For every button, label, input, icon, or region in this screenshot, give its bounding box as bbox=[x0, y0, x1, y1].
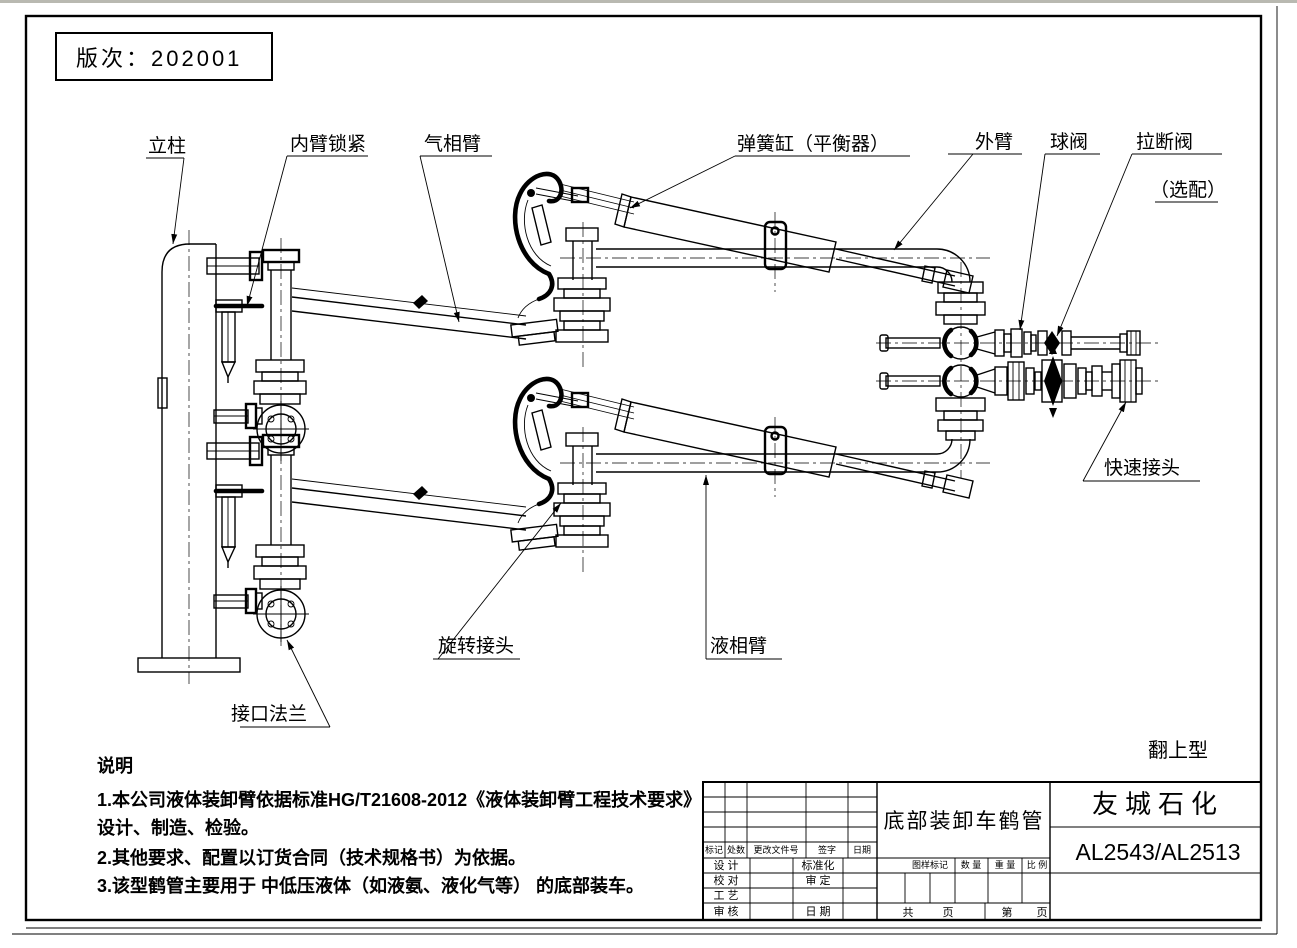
notes-heading: 说明 bbox=[97, 755, 133, 776]
callout-inlet-flange: 接口法兰 bbox=[231, 639, 331, 728]
spec-weight: 重 量 bbox=[995, 859, 1016, 870]
pages-page1: 页 bbox=[943, 907, 954, 919]
column bbox=[137, 230, 241, 684]
role-design: 设 计 bbox=[713, 859, 738, 872]
svg-text:液相臂: 液相臂 bbox=[710, 635, 767, 657]
notes: 说明 1.本公司液体装卸臂依据标准HG/T21608-2012《液体装卸臂工程技… bbox=[97, 755, 701, 896]
callout-liquid-arm: 液相臂 bbox=[703, 475, 782, 660]
loading-arm-drawing bbox=[137, 174, 1158, 684]
svg-text:接口法兰: 接口法兰 bbox=[231, 703, 307, 725]
liquid-arm-assembly bbox=[511, 379, 990, 575]
vapor-riser bbox=[207, 238, 309, 462]
callouts: 立柱 内臂锁紧 气相臂 弹簧缸（平衡器） 外臂 球阀 bbox=[146, 131, 1226, 728]
svg-text:外臂: 外臂 bbox=[975, 131, 1013, 153]
callout-outer-arm: 外臂 bbox=[893, 131, 1022, 251]
svg-text:快速接头: 快速接头 bbox=[1104, 457, 1180, 479]
callout-spring-cylinder: 弹簧缸（平衡器） bbox=[629, 133, 910, 209]
liquid-outlet bbox=[876, 344, 1158, 473]
spec-qty: 数 量 bbox=[961, 859, 982, 870]
role-date: 日 期 bbox=[805, 905, 830, 918]
pages-page2: 页 bbox=[1037, 907, 1048, 919]
valve-handle bbox=[885, 337, 941, 349]
callout-inner-arm-lock: 内臂锁紧 bbox=[246, 133, 368, 307]
note-line-1: 1.本公司液体装卸臂依据标准HG/T21608-2012《液体装卸臂工程技术要求… bbox=[97, 789, 701, 810]
title-block: 标记 处数 更改文件号 签字 日期 设 计 校 对 工 艺 审 核 标准化 审 … bbox=[702, 781, 1262, 921]
note-line-2: 设计、制造、检验。 bbox=[97, 817, 259, 838]
inner-border bbox=[24, 14, 1263, 922]
pages-total: 共 bbox=[903, 906, 914, 919]
spec-mark: 图样标记 bbox=[912, 859, 948, 870]
company-name: 友城石化 bbox=[1092, 789, 1224, 819]
vapor-arm-assembly bbox=[511, 174, 990, 370]
svg-text:拉断阀: 拉断阀 bbox=[1136, 131, 1193, 153]
callout-quick-coupler: 快速接头 bbox=[1082, 401, 1200, 482]
callout-swivel-joint: 旋转接头 bbox=[433, 502, 562, 660]
window-edge bbox=[0, 0, 1297, 3]
note-line-4: 3.该型鹤管主要用于 中低压液体（如液氨、液化气等） 的底部装车。 bbox=[97, 875, 644, 896]
svg-text:气相臂: 气相臂 bbox=[424, 133, 481, 155]
spec-scale: 比 例 bbox=[1027, 859, 1048, 870]
version-label: 版次：202001 bbox=[76, 46, 242, 71]
role-approval: 审 定 bbox=[805, 873, 830, 887]
rev-header-count: 处数 bbox=[727, 844, 745, 855]
role-craft: 工 艺 bbox=[713, 889, 738, 902]
role-check: 校 对 bbox=[713, 873, 738, 887]
valve-diamond bbox=[1044, 356, 1062, 406]
note-line-3: 2.其他要求、配置以订货合同（技术规格书）为依据。 bbox=[97, 847, 526, 868]
callout-vapor-arm: 气相臂 bbox=[419, 133, 492, 323]
callout-ball-valve: 球阀 bbox=[1018, 131, 1100, 331]
valve-handle bbox=[885, 375, 941, 387]
vapor-outlet bbox=[876, 248, 1158, 360]
liquid-riser bbox=[207, 423, 309, 647]
rev-header-mark: 标记 bbox=[705, 844, 723, 855]
rev-header-docno: 更改文件号 bbox=[753, 844, 798, 855]
rev-header-date: 日期 bbox=[853, 845, 871, 855]
rev-header-sign: 签字 bbox=[818, 844, 836, 855]
pages-sheet: 第 bbox=[1002, 905, 1013, 919]
svg-text:弹簧缸（平衡器）: 弹簧缸（平衡器） bbox=[737, 133, 889, 155]
svg-text:球阀: 球阀 bbox=[1050, 131, 1088, 153]
vapor-inner-arm-pipe bbox=[291, 287, 527, 340]
version-box: 版次：202001 bbox=[55, 32, 273, 81]
svg-text:立柱: 立柱 bbox=[148, 135, 186, 157]
product-name: 底部装卸车鹤管 bbox=[884, 810, 1045, 833]
model-number: AL2543/AL2513 bbox=[1076, 839, 1241, 865]
role-audit: 审 核 bbox=[713, 904, 738, 918]
type-label: 翻上型 bbox=[1148, 739, 1208, 762]
svg-text:（选配）: （选配） bbox=[1150, 179, 1226, 201]
valve-diamond bbox=[1044, 331, 1060, 355]
svg-text:内臂锁紧: 内臂锁紧 bbox=[290, 133, 366, 155]
role-standardization: 标准化 bbox=[802, 858, 835, 872]
svg-text:旋转接头: 旋转接头 bbox=[438, 635, 514, 657]
callout-breakaway-valve: 拉断阀 （选配） bbox=[1056, 131, 1226, 337]
column-base-plate bbox=[137, 657, 241, 673]
liquid-inner-arm-pipe bbox=[291, 478, 527, 531]
callout-column: 立柱 bbox=[146, 135, 186, 245]
